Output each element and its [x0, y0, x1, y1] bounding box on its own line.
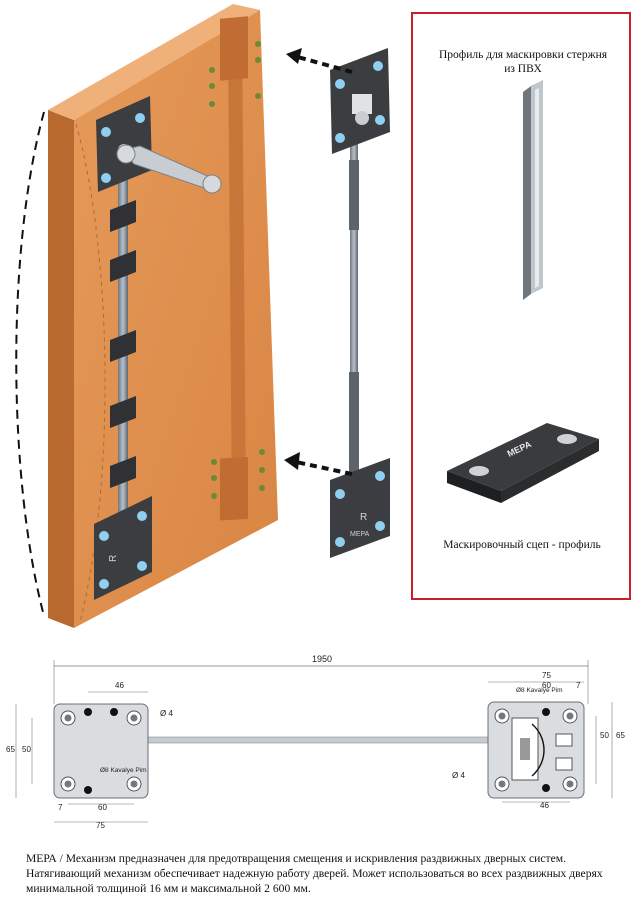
- dim-right-width: 75: [542, 671, 551, 680]
- product-description: МЕРА / Механизм предназначен для предотв…: [26, 852, 603, 895]
- dim-left-inner-height: 50: [22, 745, 31, 754]
- exploded-plate-brand: MEPA: [350, 531, 370, 538]
- right-pin-label: Ø8 Kavalye Pim: [516, 687, 563, 694]
- mask-clip-illustration: MEPA: [447, 423, 599, 503]
- dim-left-edge: 7: [58, 803, 63, 812]
- technical-drawing: 1950 Ø8 Kavalye Pim 46 65 50 Ø 4 7 60 75…: [6, 654, 625, 830]
- arrow-top: [286, 48, 353, 74]
- door-top: [48, 4, 260, 120]
- bottom-recess: [220, 457, 248, 521]
- dim-right-edge: 7: [576, 681, 581, 690]
- dim-right-inner: 60: [542, 681, 551, 690]
- door-edge: [48, 110, 74, 628]
- rod-sleeve-bottom: [349, 372, 359, 472]
- clip-caption: Маскировочный сцеп - профиль: [443, 539, 601, 551]
- dim-left-inner: 60: [98, 803, 107, 812]
- left-pin-label: Ø8 Kavalye Pim: [100, 767, 147, 774]
- door-illustration: R R MEPA: [15, 4, 390, 628]
- door-screws: [209, 41, 265, 499]
- dim-right-hole-span: 46: [540, 801, 549, 810]
- door-groove: [228, 34, 246, 508]
- bottom-plate: R: [94, 496, 152, 600]
- exploded-plate-letter: R: [360, 512, 367, 523]
- bottom-plate-letter: R: [108, 555, 119, 562]
- exploded-bottom-plate: R MEPA: [330, 458, 390, 558]
- dim-right-inner-height: 50: [600, 731, 609, 740]
- wrench: [116, 144, 222, 194]
- rod-sleeve-top: [349, 160, 359, 230]
- tech-right-plate: Ø8 Kavalye Pim: [487, 687, 585, 799]
- rod-clips: [110, 200, 136, 488]
- dim-left-hole-dia: Ø 4: [160, 709, 173, 718]
- exploded-top-plate: [330, 48, 390, 154]
- dim-right-hole-dia: Ø 4: [452, 771, 465, 780]
- top-recess: [220, 16, 248, 81]
- accessory-panel: Профиль для маскировки стержня из ПВХ ME…: [411, 12, 631, 600]
- dim-left-hole-span: 46: [115, 681, 124, 690]
- bow-curve-inner: [75, 123, 106, 623]
- profile-caption: Профиль для маскировки стержня из ПВХ: [438, 49, 608, 75]
- dim-right-height: 65: [616, 731, 625, 740]
- tech-left-plate: Ø8 Kavalye Pim: [53, 703, 149, 799]
- tech-rod: [147, 736, 499, 744]
- pvc-profile-illustration: [523, 80, 543, 300]
- bow-curve: [15, 111, 45, 617]
- dim-left-height: 65: [6, 745, 15, 754]
- dim-total-length: 1950: [312, 654, 332, 664]
- arrow-bottom: [284, 452, 353, 476]
- dim-left-width: 75: [96, 821, 105, 830]
